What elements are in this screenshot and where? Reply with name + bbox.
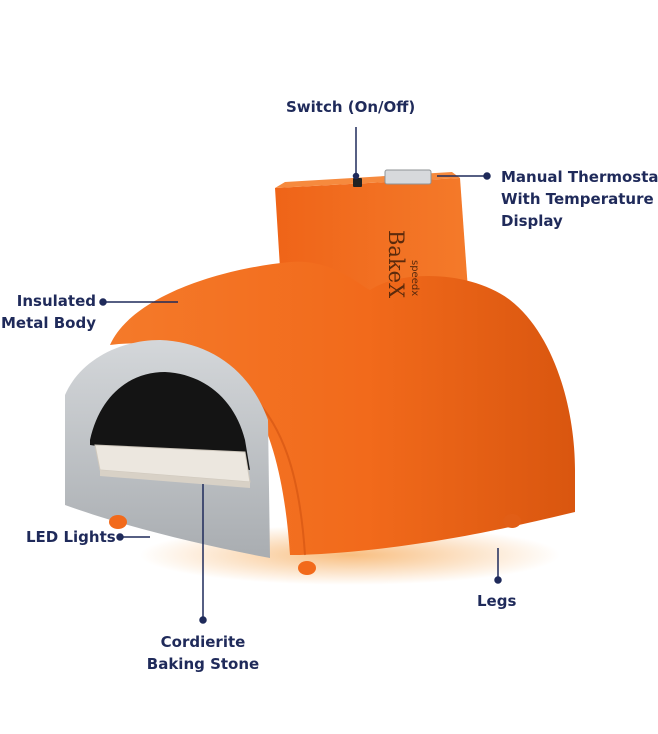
leg-front-left bbox=[109, 515, 127, 529]
brand-logo: BakeX bbox=[384, 230, 408, 298]
thermostat-label: Manual Thermostat With Temperature Displ… bbox=[501, 168, 658, 230]
power-switch bbox=[353, 178, 362, 187]
switch-label: Switch (On/Off) bbox=[286, 98, 416, 116]
insulated-body-label: Insulated Metal Body bbox=[0, 292, 96, 332]
thermostat-display bbox=[384, 169, 432, 185]
door-opening bbox=[90, 372, 250, 470]
brand-name: BakeX bbox=[384, 230, 408, 299]
brand-sub: speedx bbox=[409, 260, 420, 297]
led-lights-label: LED Lights bbox=[26, 528, 116, 546]
baking-stone-label: Cordierite Baking Stone bbox=[146, 633, 260, 673]
legs-label: Legs bbox=[477, 592, 517, 610]
leg-front-right bbox=[298, 561, 316, 575]
brand-sub-logo: speedx bbox=[409, 260, 420, 296]
leg-back-right bbox=[503, 514, 521, 528]
oven-dome bbox=[110, 261, 575, 555]
leader-lines bbox=[99, 127, 502, 624]
baking-stone-edge bbox=[100, 470, 250, 488]
